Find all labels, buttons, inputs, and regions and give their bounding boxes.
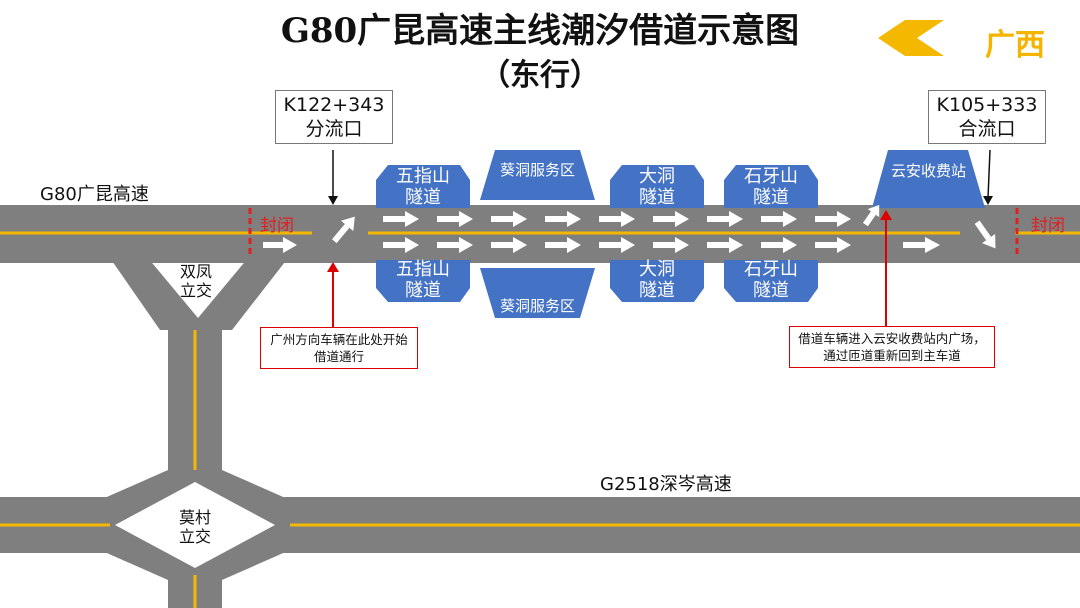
- arrow: [903, 237, 940, 253]
- lane-arrow: [545, 237, 581, 253]
- tunnel-suffix: 隧道: [639, 187, 675, 208]
- tunnel-wuzhishan-top: [376, 165, 470, 208]
- tunnel-dadong-bottom: [610, 260, 704, 302]
- tunnel-name: 五指山: [396, 166, 450, 187]
- service-top: [480, 150, 595, 200]
- province-label: 广西: [985, 28, 1045, 63]
- lane-arrow: [815, 237, 851, 253]
- direction-chevron-icon: [878, 20, 944, 56]
- page-title: G80广昆高速主线潮汐借道示意图: [280, 11, 800, 51]
- shuangfeng-label: 双凤立交: [168, 262, 224, 300]
- interchange-suffix: 立交: [178, 527, 211, 546]
- lane-arrow: [815, 211, 851, 227]
- interchange-name: 莫村: [178, 508, 211, 527]
- lane-arrow: [761, 237, 797, 253]
- arrow: [331, 216, 355, 244]
- merge-label: 合流口: [958, 118, 1016, 140]
- shuangfeng-island: [148, 258, 248, 318]
- split-code: K122+343: [283, 94, 385, 116]
- tunnel-name: 大洞: [639, 166, 675, 187]
- main-road-name: G80广昆高速: [40, 184, 149, 205]
- mocun-label: 莫村立交: [167, 508, 223, 546]
- tunnel-shiyashan-top-label: 石牙山隧道: [724, 166, 818, 208]
- merge-code: K105+333: [936, 94, 1038, 116]
- toll-station: [872, 150, 985, 208]
- note-start-box: 广州方向车辆在此处开始借道通行: [260, 327, 418, 369]
- cross-road-name: G2518深岑高速: [600, 474, 732, 495]
- tunnel-suffix: 隧道: [753, 280, 789, 301]
- lane-arrow: [599, 237, 635, 253]
- interchange-name: 双凤: [179, 262, 212, 281]
- tunnel-dadong-top-label: 大洞隧道: [610, 166, 704, 208]
- tunnel-wuzhishan-top-label: 五指山隧道: [376, 166, 470, 208]
- arrow: [263, 237, 297, 253]
- tunnel-suffix: 隧道: [405, 280, 441, 301]
- split-label: 分流口: [305, 118, 363, 140]
- interchange-suffix: 立交: [179, 281, 212, 300]
- arrow: [974, 220, 996, 249]
- lane-arrow: [707, 237, 743, 253]
- service-area-top-label: 葵洞服务区: [499, 161, 575, 179]
- lane-arrow: [707, 211, 743, 227]
- lane-arrow: [653, 211, 689, 227]
- service-area-bottom-label: 葵洞服务区: [499, 297, 575, 315]
- tunnel-shiyashan-bottom-label: 石牙山隧道: [724, 259, 818, 301]
- flow-arrows: [263, 204, 996, 253]
- lane-arrow: [491, 211, 527, 227]
- tunnel-name: 五指山: [396, 259, 450, 280]
- lane-arrows: [383, 211, 851, 253]
- merge-point-box: K105+333 合流口: [928, 90, 1046, 144]
- tunnel-shiyashan-bottom: [724, 260, 818, 302]
- tunnel-suffix: 隧道: [639, 280, 675, 301]
- tunnel-wuzhishan-bottom-label: 五指山隧道: [376, 259, 470, 301]
- closed-label-east: 封闭: [1031, 216, 1065, 236]
- tunnel-suffix: 隧道: [405, 187, 441, 208]
- split-point-box: K122+343 分流口: [275, 90, 393, 144]
- closed-label-west: 封闭: [260, 216, 294, 236]
- tunnel-name: 石牙山: [744, 259, 798, 280]
- lane-arrow: [599, 211, 635, 227]
- service-bottom: [480, 268, 595, 318]
- arrow: [862, 204, 880, 227]
- lane-arrow: [383, 237, 419, 253]
- lane-arrow: [545, 211, 581, 227]
- mocun-island: [115, 482, 275, 568]
- lane-arrow: [437, 211, 473, 227]
- toll-station-label: 云安收费站: [890, 162, 966, 180]
- lane-arrow: [491, 237, 527, 253]
- tunnel-name: 大洞: [639, 259, 675, 280]
- tunnel-dadong-bottom-label: 大洞隧道: [610, 259, 704, 301]
- page-subtitle: （东行）: [480, 58, 600, 93]
- lane-arrow: [653, 237, 689, 253]
- tunnel-wuzhishan-bottom: [376, 260, 470, 302]
- tunnel-suffix: 隧道: [753, 187, 789, 208]
- tunnel-dadong-top: [610, 165, 704, 208]
- lane-arrow: [437, 237, 473, 253]
- tunnel-shiyashan-top: [724, 165, 818, 208]
- note-end-box: 借道车辆进入云安收费站内广场，通过匝道重新回到主车道: [789, 326, 995, 368]
- lane-arrow: [761, 211, 797, 227]
- lane-arrow: [383, 211, 419, 227]
- tunnel-name: 石牙山: [744, 166, 798, 187]
